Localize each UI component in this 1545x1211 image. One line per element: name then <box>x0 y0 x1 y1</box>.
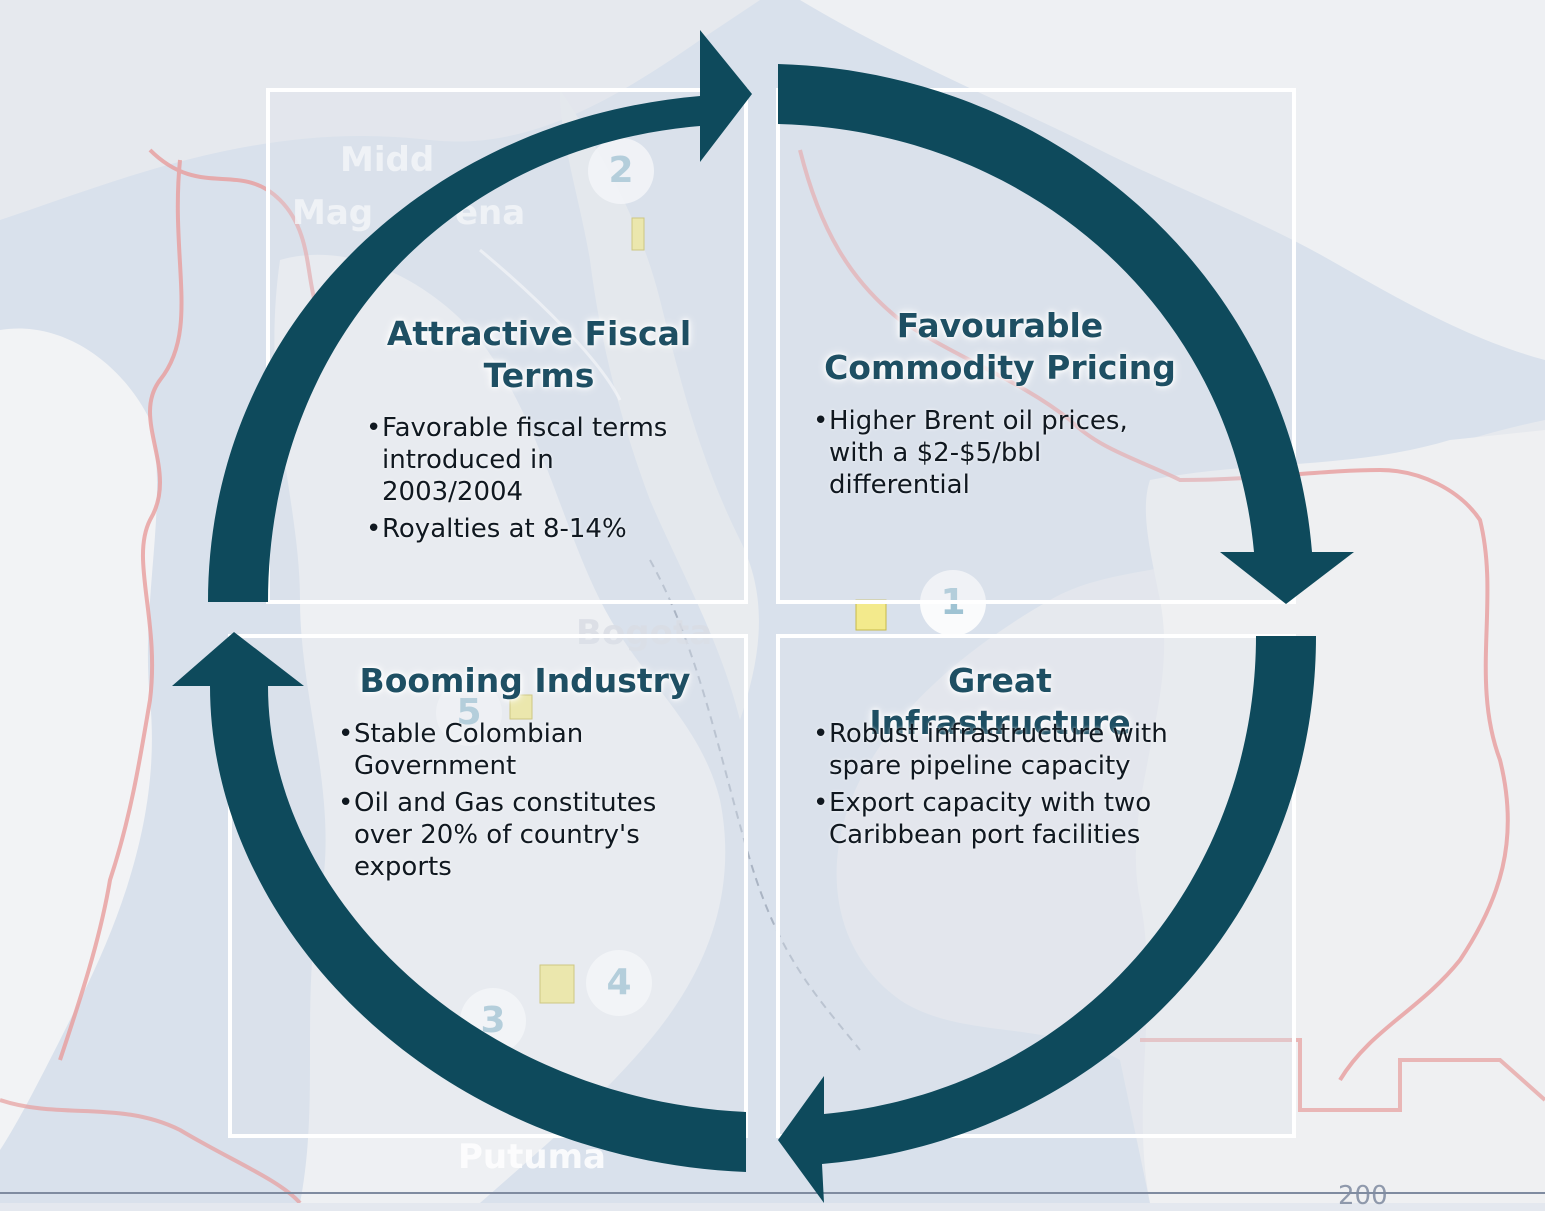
title-line: Booming Industry <box>359 661 691 700</box>
bullet-text: Robust infrastructure with spare pipelin… <box>829 719 1168 781</box>
bullet-list-infrastructure: •Robust infrastructure with spare pipeli… <box>813 718 1195 856</box>
bullet-text: Oil and Gas constitutes over 20% of coun… <box>354 788 657 882</box>
bullet-dot: • <box>813 719 829 749</box>
bullet-list-fiscal: •Favorable fiscal terms introduced in 20… <box>366 412 698 550</box>
bullet-text: Stable Colombian Government <box>354 719 584 781</box>
quadrant-title-pricing: Favourable Commodity Pricing <box>820 305 1180 389</box>
bullet-dot: • <box>338 788 354 818</box>
map-marker-5: 5 <box>436 680 502 746</box>
list-item: •Stable Colombian Government <box>338 718 700 782</box>
map-label-putumayo: Putuma <box>458 1137 606 1177</box>
map-label-magdalena-start: Mag <box>292 193 373 233</box>
map-marker-4: 4 <box>586 950 652 1016</box>
quadrant-title-industry: Booming Industry <box>345 660 705 702</box>
bullet-list-industry: •Stable Colombian Government •Oil and Ga… <box>338 718 700 888</box>
bullet-text: Higher Brent oil prices, with a $2-$5/bb… <box>829 406 1128 500</box>
map-marker-2: 2 <box>588 138 654 204</box>
bullet-dot: • <box>366 413 382 443</box>
bullet-text: Royalties at 8-14% <box>382 514 627 544</box>
list-item: •Export capacity with two Caribbean port… <box>813 787 1195 851</box>
title-line: Terms <box>483 356 595 395</box>
list-item: •Favorable fiscal terms introduced in 20… <box>366 412 698 508</box>
bullet-dot: • <box>813 788 829 818</box>
arrow-top-right <box>778 64 1354 604</box>
arrow-top-left <box>208 30 752 602</box>
bullet-text: Favorable fiscal terms introduced in 200… <box>382 413 668 507</box>
quadrant-title-fiscal: Attractive Fiscal Terms <box>380 313 698 397</box>
bullet-text: Export capacity with two Caribbean port … <box>829 788 1152 850</box>
map-label-middle: Midd <box>340 140 434 180</box>
list-item: •Robust infrastructure with spare pipeli… <box>813 718 1195 782</box>
title-line: Commodity Pricing <box>824 348 1176 387</box>
arrow-bottom-right <box>778 636 1316 1203</box>
list-item: •Higher Brent oil prices, with a $2-$5/b… <box>813 405 1155 501</box>
map-label-bogota: Bogota <box>576 613 713 653</box>
title-line: Favourable <box>896 306 1104 345</box>
bullet-dot: • <box>366 514 382 544</box>
list-item: •Oil and Gas constitutes over 20% of cou… <box>338 787 700 883</box>
title-line: Attractive Fiscal <box>386 314 692 353</box>
bullet-list-pricing: •Higher Brent oil prices, with a $2-$5/b… <box>813 405 1155 506</box>
list-item: •Royalties at 8-14% <box>366 513 698 545</box>
arrow-bottom-left <box>172 632 746 1172</box>
bullet-dot: • <box>813 406 829 436</box>
title-line: Great Infrastructure <box>869 661 1131 742</box>
bullet-dot: • <box>338 719 354 749</box>
quadrant-title-infrastructure: Great Infrastructure <box>815 660 1185 744</box>
